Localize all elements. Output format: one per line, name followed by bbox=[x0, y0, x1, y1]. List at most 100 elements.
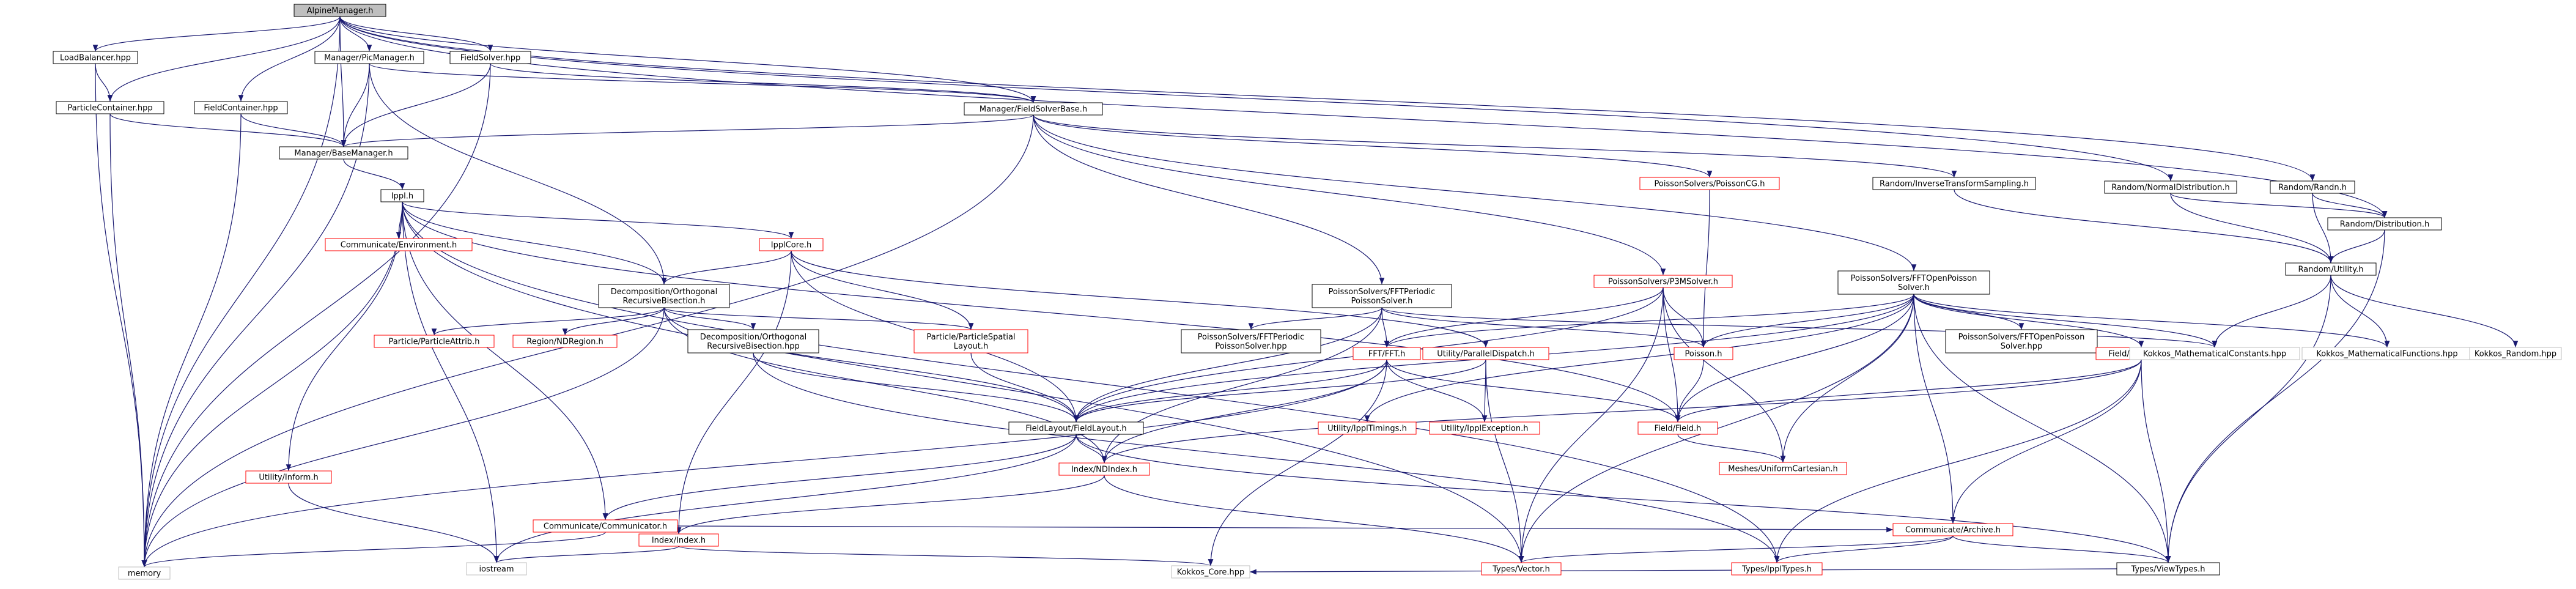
node-utility-ippltimings-h[interactable]: Utility/IpplTimings.h bbox=[1318, 421, 1417, 435]
node-box bbox=[1719, 462, 1847, 475]
node-box bbox=[1171, 565, 1250, 579]
edge-utilpardisp-to-fieldlayout bbox=[1073, 359, 1486, 423]
node-utility-paralleldispatch-h[interactable]: Utility/ParallelDispatch.h bbox=[1422, 347, 1549, 360]
edge-fieldsolver-to-fsbase bbox=[490, 63, 1036, 103]
node-box bbox=[1593, 275, 1733, 288]
node-communicate-environment-h[interactable]: Communicate/Environment.h bbox=[325, 238, 473, 251]
node-label: Utility/Inform.h bbox=[259, 473, 318, 483]
node-index-index-h[interactable]: Index/Index.h bbox=[638, 533, 719, 547]
node-box bbox=[1872, 177, 2036, 190]
node-fieldlayout-fieldlayout-h[interactable]: FieldLayout/FieldLayout.h bbox=[1008, 421, 1144, 435]
edge-fftopen-to-meshes bbox=[1780, 294, 1914, 463]
node-types-viewtypes-h[interactable]: Types/ViewTypes.h bbox=[2116, 562, 2220, 576]
edge-decomp-to-ndregion bbox=[562, 307, 665, 336]
node-label: Particle/ParticleAttrib.h bbox=[389, 338, 480, 347]
node-ipplcore-h[interactable]: IpplCore.h bbox=[759, 238, 824, 251]
edge-commarchive-to-typesview bbox=[1952, 535, 2171, 563]
node-manager-fieldsolverbase-h[interactable]: Manager/FieldSolverBase.h bbox=[964, 102, 1103, 116]
node-box bbox=[56, 101, 164, 114]
node-poissonsolvers-fftperiodic-poissonsolver-hpp[interactable]: PoissonSolvers/FFTPeriodicPoissonSolver.… bbox=[1181, 329, 1321, 354]
edge-fsbase-to-fftperiodic bbox=[1033, 114, 1385, 285]
node-utility-ipplexception-h[interactable]: Utility/IpplException.h bbox=[1429, 421, 1540, 435]
node-particle-particleattrib-h[interactable]: Particle/ParticleAttrib.h bbox=[374, 335, 495, 348]
node-poisson-h[interactable]: Poisson.h bbox=[1674, 347, 1733, 360]
node-box bbox=[1353, 347, 1421, 360]
node-communicate-communicator-h[interactable]: Communicate/Communicator.h bbox=[533, 519, 678, 533]
node-iostream[interactable]: iostream bbox=[466, 562, 527, 576]
edge-typesview-to-kokkoscore bbox=[1249, 568, 2117, 575]
node-kokkos-mathematicalconstants-hpp[interactable]: Kokkos_MathematicalConstants.hpp bbox=[2129, 347, 2300, 360]
node-label: Communicate/Communicator.h bbox=[544, 522, 667, 532]
node-index-ndindex-h[interactable]: Index/NDIndex.h bbox=[1058, 462, 1150, 476]
edge-loadbal-to-memory bbox=[95, 63, 147, 568]
node-communicate-archive-h[interactable]: Communicate/Archive.h bbox=[1892, 523, 2013, 536]
node-kokkos-core-hpp[interactable]: Kokkos_Core.hpp bbox=[1171, 565, 1250, 579]
edge-fieldcont-to-memory bbox=[141, 113, 242, 568]
node-types-ippltypes-h[interactable]: Types/IpplTypes.h bbox=[1731, 562, 1823, 576]
node-box bbox=[325, 238, 473, 251]
node-box bbox=[245, 470, 332, 484]
node-random-utility-h[interactable]: Random/Utility.h bbox=[2285, 262, 2377, 276]
node-label: AlpineManager.h bbox=[307, 7, 374, 16]
node-label: Layout.h bbox=[954, 342, 989, 351]
node-utility-inform-h[interactable]: Utility/Inform.h bbox=[245, 470, 332, 484]
node-loadbalancer-hpp[interactable]: LoadBalancer.hpp bbox=[53, 51, 138, 64]
edge-halocells-to-typesview bbox=[2141, 359, 2171, 563]
node-fieldcontainer-hpp[interactable]: FieldContainer.hpp bbox=[194, 101, 288, 114]
node-box bbox=[2104, 180, 2237, 194]
node-decomposition-orthogonal-recursivebisection-hpp[interactable]: Decomposition/OrthogonalRecursiveBisecti… bbox=[687, 329, 819, 354]
node-poissonsolvers-fftperiodic-poissonsolver-h[interactable]: PoissonSolvers/FFTPeriodicPoissonSolver.… bbox=[1312, 284, 1452, 308]
node-box bbox=[512, 335, 618, 348]
node-box bbox=[1637, 421, 1718, 435]
node-label: Random/InverseTransformSampling.h bbox=[1880, 180, 2029, 189]
node-manager-picmanager-h[interactable]: Manager/PicManager.h bbox=[314, 51, 424, 64]
edge-fftopen-to-commarchive bbox=[1913, 294, 1956, 524]
node-types-vector-h[interactable]: Types/Vector.h bbox=[1481, 562, 1562, 576]
edge-decomp-to-memory bbox=[141, 307, 665, 568]
edge-invtransform-to-randutil bbox=[1954, 189, 2334, 264]
edge-fftfft-to-fieldlayout bbox=[1073, 359, 1387, 423]
edge-fsbase-to-fftopen bbox=[1033, 114, 1917, 272]
node-fieldsolver-hpp[interactable]: FieldSolver.hpp bbox=[449, 51, 531, 64]
edge-decomp-to-partspatial bbox=[663, 307, 974, 330]
node-ippl-h[interactable]: Ippl.h bbox=[380, 189, 424, 202]
node-label: ParticleContainer.hpp bbox=[67, 104, 152, 113]
node-random-distribution-h[interactable]: Random/Distribution.h bbox=[2327, 217, 2442, 231]
node-label: Field/Field.h bbox=[1655, 424, 1702, 434]
node-poissonsolvers-p3msolver-h[interactable]: PoissonSolvers/P3MSolver.h bbox=[1593, 275, 1733, 288]
node-field-field-h[interactable]: Field/Field.h bbox=[1637, 421, 1718, 435]
node-region-ndregion-h[interactable]: Region/NDRegion.h bbox=[512, 335, 618, 348]
node-manager-basemanager-h[interactable]: Manager/BaseManager.h bbox=[279, 146, 408, 160]
node-kokkos-random-hpp[interactable]: Kokkos_Random.hpp bbox=[2469, 347, 2562, 360]
node-fft-fft-h[interactable]: FFT/FFT.h bbox=[1353, 347, 1421, 360]
edge-fieldlayout-to-commcomm bbox=[602, 434, 1077, 520]
node-alpinemanager-h[interactable]: AlpineManager.h bbox=[293, 4, 386, 17]
edge-particlecont-to-memory bbox=[109, 113, 147, 568]
node-random-normaldistribution-h[interactable]: Random/NormalDistribution.h bbox=[2104, 180, 2237, 194]
node-poissonsolvers-poissoncg-h[interactable]: PoissonSolvers/PoissonCG.h bbox=[1639, 177, 1780, 190]
edge-fftopen-to-fftfft bbox=[1384, 294, 1914, 348]
node-decomposition-orthogonal-recursivebisection-h[interactable]: Decomposition/OrthogonalRecursiveBisecti… bbox=[598, 284, 730, 308]
node-box bbox=[380, 189, 424, 202]
node-memory[interactable]: memory bbox=[118, 566, 171, 580]
edge-alpine-to-picmgr bbox=[339, 16, 372, 52]
node-particlecontainer-hpp[interactable]: ParticleContainer.hpp bbox=[56, 101, 164, 114]
edge-fftfft-to-kokkoscore bbox=[1208, 359, 1387, 566]
edge-decomphpp-to-typesippl bbox=[753, 352, 1780, 563]
node-kokkos-mathematicalfunctions-hpp[interactable]: Kokkos_MathematicalFunctions.hpp bbox=[2301, 347, 2473, 360]
edge-ndindex-to-indexh bbox=[676, 475, 1105, 535]
node-box bbox=[533, 519, 678, 533]
edge-halocells-to-ndindex bbox=[1101, 359, 2142, 464]
node-label: Types/Vector.h bbox=[1492, 565, 1550, 574]
edge-alpine-to-randnormal bbox=[339, 16, 2174, 182]
node-random-inversetransformsampling-h[interactable]: Random/InverseTransformSampling.h bbox=[1872, 177, 2036, 190]
node-random-randn-h[interactable]: Random/Randn.h bbox=[2270, 180, 2355, 194]
node-label: Manager/FieldSolverBase.h bbox=[980, 105, 1087, 114]
node-meshes-uniformcartesian-h[interactable]: Meshes/UniformCartesian.h bbox=[1719, 462, 1847, 475]
edge-ippl-to-decomp bbox=[402, 201, 667, 285]
